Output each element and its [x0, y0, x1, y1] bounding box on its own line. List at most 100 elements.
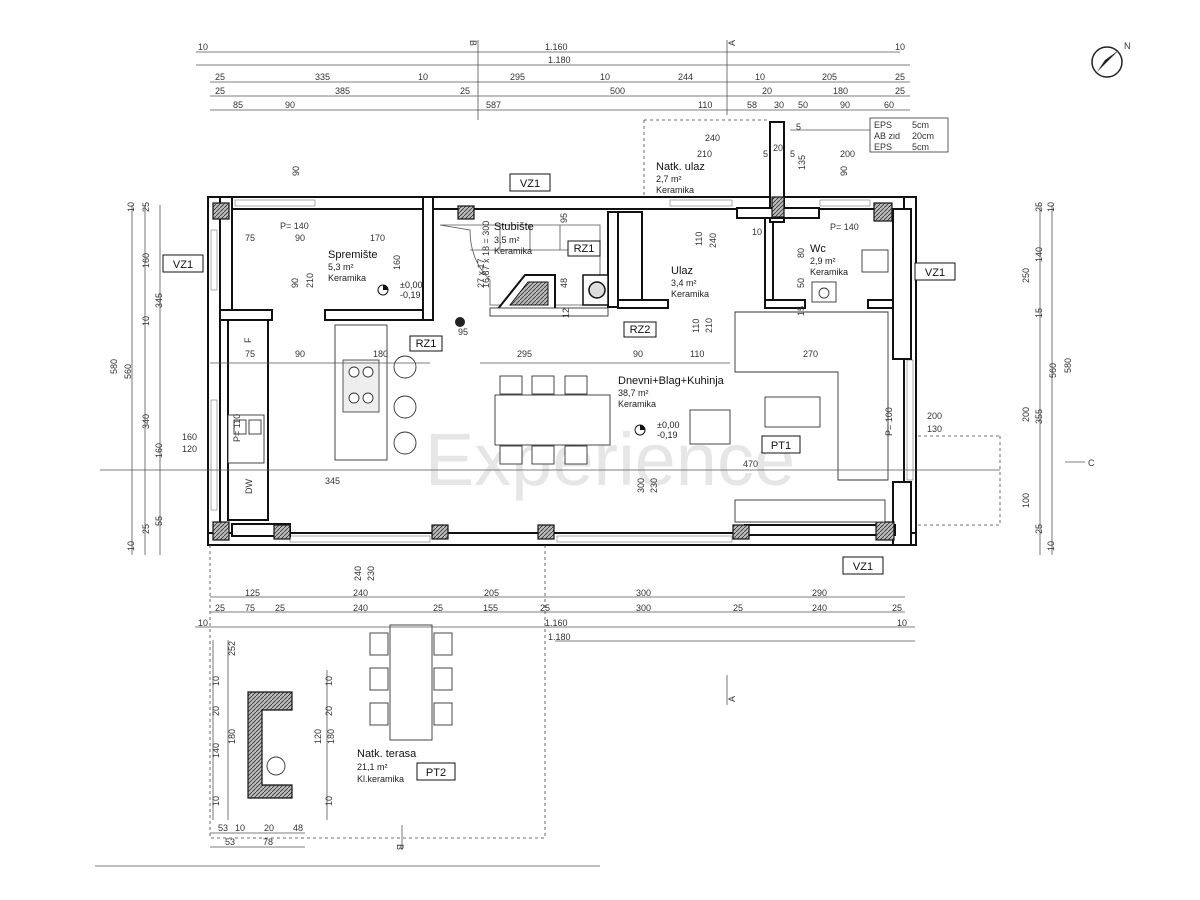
- tag-rz1-stair: RZ1: [567, 240, 601, 257]
- room-name: Stubište: [494, 221, 534, 233]
- tag-rz2: RZ2: [623, 321, 657, 338]
- svg-text:240: 240: [708, 233, 718, 248]
- svg-text:110: 110: [691, 319, 701, 333]
- legend-value-3: 5cm: [912, 142, 929, 152]
- tag-rz1-kitchen: RZ1: [409, 335, 443, 352]
- wc-fixtures: [811, 249, 889, 303]
- svg-text:53: 53: [225, 837, 235, 847]
- svg-text:580: 580: [1063, 358, 1073, 373]
- svg-text:VZ1: VZ1: [925, 267, 945, 279]
- staircase: [439, 224, 609, 327]
- inner-dimensions: P= 140 P= 140 P= 110 P= 100 75 90 170 16…: [100, 122, 1000, 494]
- legend-name-2: AB zid: [874, 131, 900, 141]
- svg-text:210: 210: [697, 149, 712, 159]
- svg-text:15: 15: [796, 306, 806, 316]
- svg-text:53: 53: [218, 823, 228, 833]
- room-dnevni: Dnevni+Blag+Kuhinja 38,7 m² Keramika ±0,…: [618, 375, 725, 440]
- dim-r3a: 25: [215, 86, 225, 96]
- svg-text:P= 100: P= 100: [884, 407, 894, 436]
- dining-table: [494, 375, 731, 465]
- svg-text:345: 345: [325, 476, 340, 486]
- tag-vz1-left: VZ1: [162, 254, 204, 273]
- svg-text:90: 90: [633, 349, 643, 359]
- tag-vz1-bottom: VZ1: [842, 556, 884, 575]
- svg-text:75: 75: [245, 603, 255, 613]
- svg-text:10: 10: [211, 796, 221, 806]
- section-marks: B A A B C: [395, 40, 1095, 850]
- svg-text:15: 15: [1034, 308, 1044, 318]
- room-spremiste: Spremište 5,3 m² Keramika ±0,00 -0,19: [328, 249, 422, 300]
- svg-text:90: 90: [839, 166, 849, 176]
- svg-text:200: 200: [1021, 407, 1031, 422]
- svg-text:P= 140: P= 140: [830, 222, 859, 232]
- svg-text:10: 10: [324, 676, 334, 686]
- kitchen-counter: [227, 414, 265, 464]
- svg-text:20: 20: [211, 706, 221, 716]
- svg-text:120: 120: [313, 729, 323, 744]
- svg-text:10: 10: [1046, 202, 1056, 212]
- svg-text:300: 300: [636, 588, 651, 598]
- svg-text:VZ1: VZ1: [173, 259, 193, 271]
- svg-text:PT2: PT2: [426, 767, 446, 779]
- svg-text:90: 90: [290, 278, 300, 288]
- level-a: ±0,00: [657, 420, 679, 430]
- svg-text:155: 155: [483, 603, 498, 613]
- dim-top-2: 1.160: [545, 42, 568, 52]
- svg-text:125: 125: [245, 588, 260, 598]
- dim-r2d: 295: [510, 72, 525, 82]
- dim-r3b: 385: [335, 86, 350, 96]
- svg-text:1.180: 1.180: [548, 632, 571, 642]
- svg-text:1.160: 1.160: [545, 618, 568, 628]
- room-floor: Kl.keramika: [357, 774, 404, 784]
- room-floor: Keramika: [671, 289, 709, 299]
- svg-text:25: 25: [1034, 202, 1044, 212]
- svg-text:RZ2: RZ2: [630, 324, 651, 336]
- north-label: N: [1124, 41, 1131, 51]
- svg-text:560: 560: [123, 364, 133, 379]
- svg-text:P= 140: P= 140: [280, 221, 309, 231]
- dim-r3c: 25: [460, 86, 470, 96]
- room-stubiste: Stubište 3,5 m² Keramika: [494, 221, 534, 256]
- svg-text:RZ1: RZ1: [416, 338, 437, 350]
- room-name: Spremište: [328, 249, 378, 261]
- svg-text:10: 10: [126, 541, 136, 551]
- room-name: Ulaz: [671, 265, 693, 277]
- svg-text:50: 50: [796, 278, 806, 288]
- svg-text:560: 560: [1048, 363, 1058, 378]
- svg-text:25: 25: [892, 603, 902, 613]
- svg-text:5: 5: [796, 122, 801, 132]
- svg-text:25: 25: [215, 603, 225, 613]
- svg-text:100: 100: [1021, 493, 1031, 508]
- svg-text:10: 10: [897, 618, 907, 628]
- svg-text:VZ1: VZ1: [853, 561, 873, 573]
- room-name: Natk. terasa: [357, 748, 417, 760]
- room-name: Wc: [810, 243, 826, 255]
- dim-r4h: 90: [840, 100, 850, 110]
- svg-text:10: 10: [1046, 541, 1056, 551]
- terrace-dimensions: 252 10 20 180 140 10 10 20 120 180 10 53…: [210, 640, 336, 848]
- dim-r4f: 30: [774, 100, 784, 110]
- legend-name-3: EPS: [874, 142, 892, 152]
- dim-top-3: 1.180: [548, 55, 571, 65]
- svg-text:16,87 x 18 = 300: 16,87 x 18 = 300: [481, 221, 491, 288]
- tag-vz1-right: VZ1: [914, 262, 956, 281]
- svg-text:200: 200: [840, 149, 855, 159]
- room-floor: Keramika: [618, 399, 656, 409]
- svg-text:10: 10: [324, 796, 334, 806]
- legend-value-2: 20cm: [912, 131, 934, 141]
- svg-text:20: 20: [264, 823, 274, 833]
- section-b-top: B: [468, 40, 478, 46]
- svg-text:25: 25: [540, 603, 550, 613]
- svg-text:90: 90: [291, 166, 301, 176]
- svg-text:10: 10: [198, 618, 208, 628]
- svg-text:80: 80: [796, 248, 806, 258]
- terrace-grill: [247, 691, 293, 799]
- dim-r2i: 25: [895, 72, 905, 82]
- tag-pt2: PT2: [416, 762, 456, 781]
- dim-r2a: 25: [215, 72, 225, 82]
- dim-r3g: 25: [895, 86, 905, 96]
- building-walls: [207, 121, 917, 546]
- top-dimensions: 10 1.160 1.180 10 25 335 10 295 10 244 1…: [196, 42, 910, 111]
- right-dimensions: 10 25 140 250 15 560 580 200 355 100 25 …: [1021, 202, 1073, 555]
- svg-text:10: 10: [752, 227, 762, 237]
